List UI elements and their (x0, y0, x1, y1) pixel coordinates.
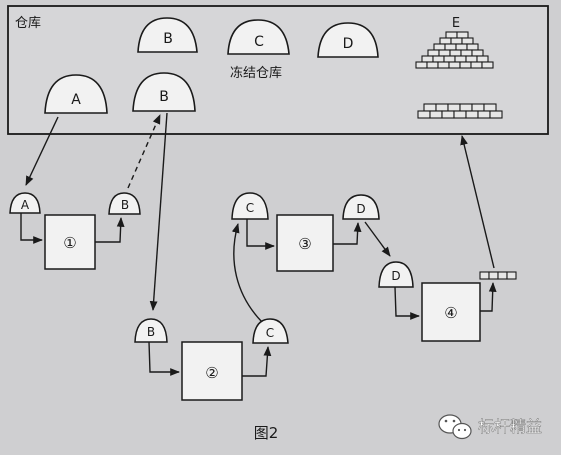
brick-pyramid (415, 31, 494, 69)
wechat-icon (438, 414, 472, 440)
process-2-box: ② (181, 341, 243, 401)
process-3-box: ③ (276, 214, 334, 272)
arrow-pile-b-to-input-b (149, 112, 168, 311)
figure-caption: 图2 (254, 424, 279, 442)
svg-text:D: D (343, 36, 354, 52)
svg-text:B: B (159, 89, 169, 105)
svg-text:③: ③ (298, 235, 311, 253)
arrow-process-1-to-output-b (95, 217, 125, 243)
svg-text:A: A (71, 92, 81, 108)
process-2-output-pile: C (252, 318, 289, 344)
watermark: 标杆精益 (438, 414, 542, 440)
svg-text:C: C (254, 34, 264, 50)
svg-text:C: C (246, 201, 254, 215)
svg-text:②: ② (205, 364, 218, 382)
arrow-output-c-to-input-c (231, 223, 263, 323)
svg-text:D: D (391, 269, 400, 283)
arrow-process-2-to-output-c (242, 346, 272, 377)
process-4-input-pile: D (378, 261, 414, 288)
process-4-output-bricks (479, 271, 517, 280)
svg-text:B: B (163, 31, 173, 47)
arrow-input-c-to-process-3 (246, 219, 275, 250)
arrow-input-d-to-process-4 (394, 286, 420, 320)
arrow-process-4-to-bricks (480, 282, 497, 312)
frozen-pile-c: C (227, 19, 290, 55)
arrow-process-3-to-output-d (333, 222, 362, 245)
process-3-input-pile: C (231, 192, 269, 220)
frozen-warehouse-label: 冻结仓库 (230, 65, 282, 81)
svg-text:B: B (121, 198, 129, 212)
frozen-pile-b: B (137, 17, 198, 53)
warehouse-pile-a: A (44, 74, 108, 114)
svg-text:B: B (147, 325, 155, 339)
warehouse-pile-b: B (132, 72, 196, 112)
process-3-output-pile: D (342, 194, 380, 220)
arrow-output-d-to-input-d (364, 221, 391, 257)
svg-text:④: ④ (444, 304, 457, 322)
process-1-output-pile: B (108, 192, 141, 215)
process-2-input-pile: B (134, 318, 168, 343)
arrow-pile-a-to-input-a (25, 116, 59, 186)
arrow-bricks-to-warehouse-e (460, 135, 495, 269)
dashed-arrow-output-b-to-pile-b (127, 114, 161, 189)
process-1-input-pile: A (9, 192, 41, 214)
process-1-box: ① (44, 214, 96, 270)
warehouse-label: 仓库 (15, 15, 41, 31)
process-4-box: ④ (421, 282, 481, 342)
frozen-pile-d: D (317, 22, 379, 58)
svg-text:D: D (356, 202, 365, 216)
svg-text:①: ① (63, 234, 76, 252)
pile-e-label: E (452, 16, 460, 31)
brick-stack (417, 103, 503, 119)
watermark-text: 标杆精益 (478, 417, 542, 436)
svg-text:A: A (21, 198, 30, 212)
arrow-input-b-to-process-2 (148, 341, 180, 376)
svg-text:C: C (266, 326, 274, 340)
arrow-input-a-to-process-1 (20, 213, 43, 244)
